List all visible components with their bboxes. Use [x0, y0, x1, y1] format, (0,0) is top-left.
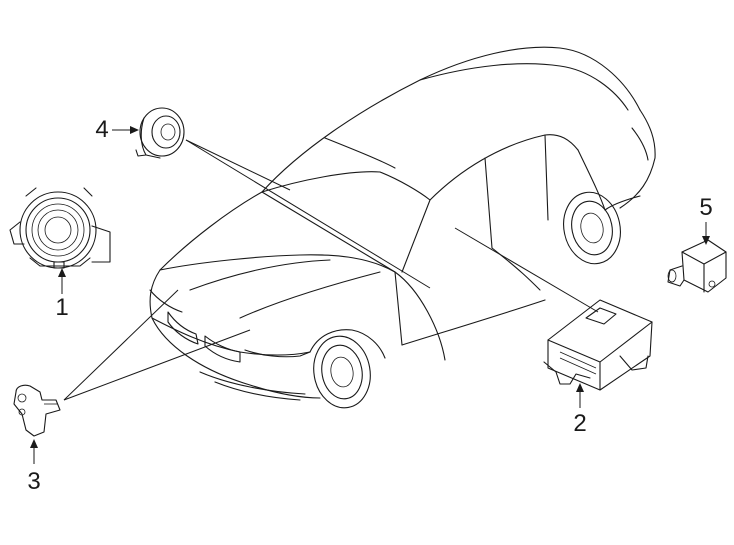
- callout-label-5: 5: [699, 194, 713, 221]
- clock-spring-icon: [9, 187, 111, 269]
- callout-label-4: 4: [95, 116, 109, 143]
- side-impact-sensor-icon: [667, 239, 727, 293]
- part-4-pointer-line-2: [185, 139, 431, 289]
- part-4-pointer-line: [185, 139, 291, 191]
- callout-2-leader: [576, 383, 584, 408]
- callout-4-leader: [112, 126, 139, 134]
- part-2-pointer-line: [454, 227, 599, 313]
- callout-3-leader: [30, 439, 38, 464]
- callout-label-2: 2: [573, 410, 587, 437]
- sedan-outline-icon: [149, 46, 656, 409]
- impact-sensor-icon: [13, 384, 61, 437]
- part-3-pointer-line: [63, 289, 179, 401]
- part-3-pointer-line-2: [63, 329, 251, 401]
- callout-label-1: 1: [55, 294, 69, 321]
- callout-label-3: 3: [27, 468, 41, 495]
- seat-belt-sensor-icon: [135, 107, 185, 159]
- airbag-control-module-icon: [543, 299, 653, 391]
- callout-5-leader: [702, 222, 710, 245]
- callout-1-leader: [58, 268, 66, 294]
